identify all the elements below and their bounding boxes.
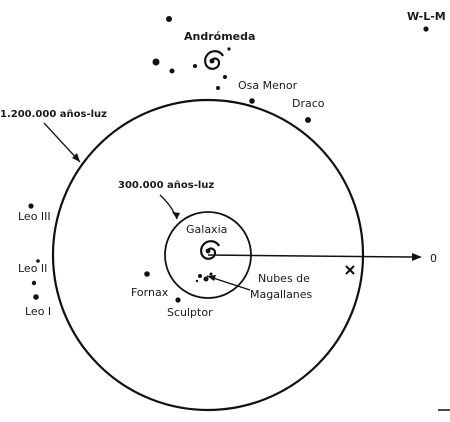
- leo3-galaxy-icon: [28, 203, 34, 209]
- milky-way-spiral-icon: [200, 240, 220, 260]
- magellanic-clouds-icon: [195, 272, 213, 283]
- sculptor-label: Sculptor: [167, 306, 213, 319]
- draco-label: Draco: [292, 97, 325, 110]
- axis-zero-label: 0: [430, 252, 437, 265]
- galaxia-label: Galaxia: [186, 223, 227, 236]
- magellan-label-line2: Magallanes: [250, 288, 313, 301]
- andromeda-spiral-icon: [204, 50, 224, 70]
- outer-distance-circle: [51, 98, 365, 412]
- osa-menor-galaxy-icon: [249, 98, 255, 104]
- leo-extra-galaxy-icon: [31, 280, 37, 286]
- wlm-label: W-L-M: [407, 10, 446, 23]
- distance-axis-arrow: [207, 253, 422, 261]
- magellan-pointer-arrow: [206, 275, 251, 291]
- leo2-galaxy-icon: [36, 259, 40, 263]
- wlm-galaxy-icon: [423, 26, 429, 32]
- sculptor-galaxy-icon: [175, 297, 181, 303]
- leo1-label: Leo I: [25, 305, 51, 318]
- andromeda-satellites-icon: [152, 16, 231, 90]
- inner-radius-label: 300.000 años-luz: [118, 180, 214, 191]
- right-star-galaxy-icon: [345, 265, 355, 275]
- fornax-label: Fornax: [131, 286, 169, 299]
- outer-radius-label: 1.200.000 años-luz: [0, 109, 107, 120]
- magellan-label-line1: Nubes de: [258, 272, 310, 285]
- leo1-galaxy-icon: [33, 294, 39, 300]
- fornax-galaxy-icon: [144, 271, 150, 277]
- leo2-label: Leo II: [18, 262, 47, 275]
- outer-radius-pointer-arrow: [43, 122, 81, 163]
- osa-menor-label: Osa Menor: [238, 79, 298, 92]
- andromeda-label: Andrómeda: [184, 30, 255, 43]
- draco-galaxy-icon: [305, 117, 311, 123]
- inner-radius-pointer-arrow: [159, 194, 180, 220]
- leo3-label: Leo III: [18, 210, 51, 223]
